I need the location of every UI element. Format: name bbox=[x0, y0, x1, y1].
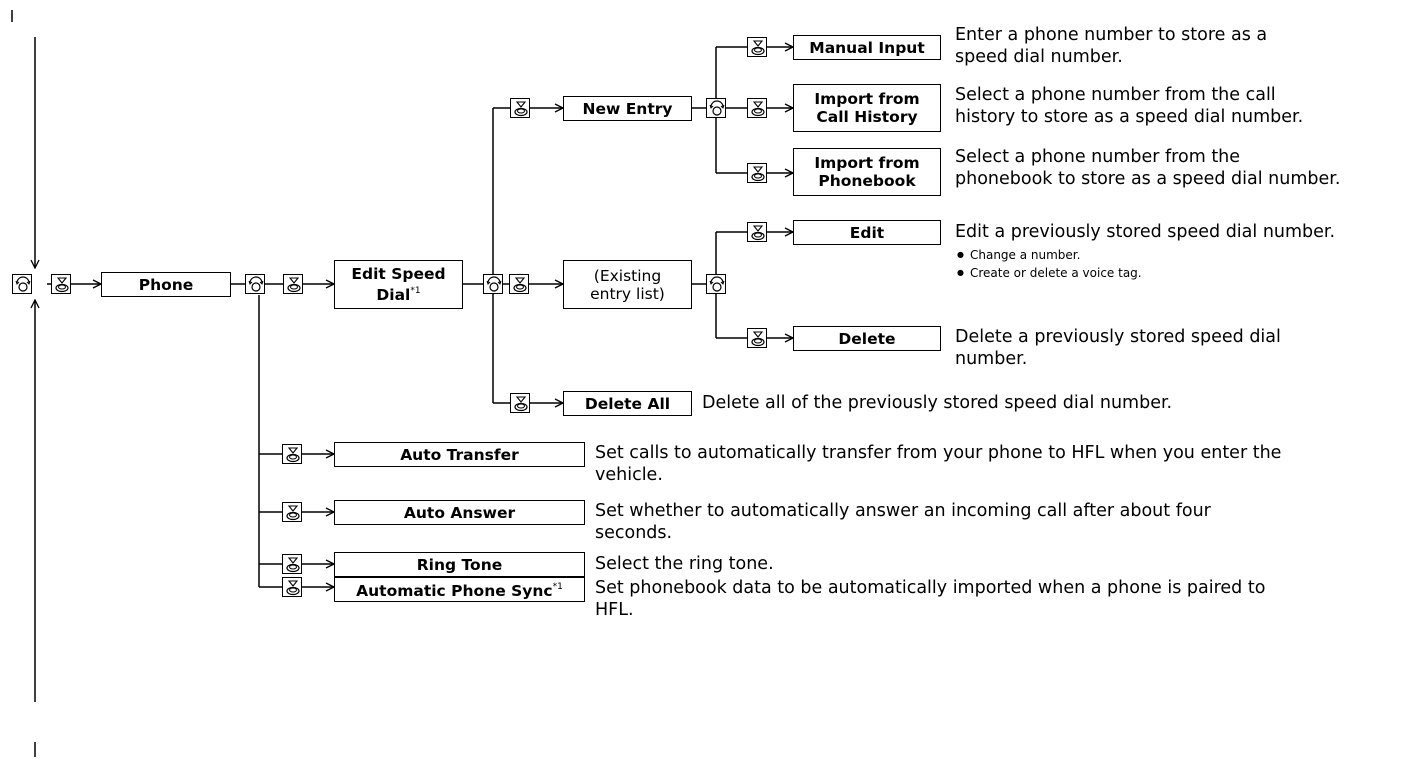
description-line: Select the ring tone. bbox=[595, 554, 774, 574]
dial-press-icon bbox=[510, 98, 530, 118]
automatic-phone-sync-description: Set phonebook data to be automatically i… bbox=[595, 577, 1265, 621]
import-phonebook-label-line1: Import from bbox=[814, 154, 920, 172]
dial-press-icon bbox=[510, 393, 530, 413]
import-phonebook-label-line2: Phonebook bbox=[818, 172, 916, 190]
existing-entry-label-line2: entry list) bbox=[590, 284, 665, 303]
delete-all-box[interactable]: Delete All bbox=[563, 391, 692, 416]
delete-description: Delete a previously stored speed dial nu… bbox=[955, 326, 1281, 370]
dial-press-icon bbox=[282, 444, 302, 464]
dial-press-icon bbox=[282, 554, 302, 574]
new-entry-label: New Entry bbox=[582, 99, 673, 118]
dial-press-icon bbox=[747, 222, 767, 242]
dial-press-icon bbox=[747, 328, 767, 348]
edit-bullet-list: Change a number. Create or delete a voic… bbox=[957, 247, 1142, 283]
dial-press-icon bbox=[747, 163, 767, 183]
existing-entry-list-box[interactable]: (Existing entry list) bbox=[563, 260, 692, 309]
manual-input-box[interactable]: Manual Input bbox=[793, 35, 941, 60]
dial-rotate-icon bbox=[245, 274, 265, 294]
ring-tone-label: Ring Tone bbox=[416, 555, 503, 574]
dial-press-icon bbox=[282, 577, 302, 597]
auto-transfer-description: Set calls to automatically transfer from… bbox=[595, 442, 1281, 486]
delete-all-label: Delete All bbox=[584, 394, 671, 413]
delete-box[interactable]: Delete bbox=[793, 326, 941, 351]
auto-answer-box[interactable]: Auto Answer bbox=[334, 500, 585, 525]
auto-transfer-box[interactable]: Auto Transfer bbox=[334, 442, 585, 467]
edit-label: Edit bbox=[849, 223, 885, 242]
dial-press-icon bbox=[509, 274, 529, 294]
ring-tone-box[interactable]: Ring Tone bbox=[334, 552, 585, 577]
dial-rotate-icon bbox=[706, 274, 726, 294]
import-call-label-line2: Call History bbox=[816, 108, 918, 126]
automatic-phone-sync-box[interactable]: Automatic Phone Sync*1 bbox=[334, 577, 585, 602]
auto-answer-label: Auto Answer bbox=[403, 503, 516, 522]
bullet-item: Create or delete a voice tag. bbox=[957, 265, 1142, 283]
description-line: Set whether to automatically answer an i… bbox=[595, 501, 1211, 521]
bullet-item: Change a number. bbox=[957, 247, 1142, 265]
edit-box[interactable]: Edit bbox=[793, 220, 941, 245]
description-line: Set calls to automatically transfer from… bbox=[595, 443, 1282, 463]
manual-input-label: Manual Input bbox=[809, 38, 925, 57]
description-line: HFL. bbox=[595, 600, 634, 620]
edit-speed-dial-box[interactable]: Edit Speed Dial*1 bbox=[334, 260, 463, 309]
dial-press-icon bbox=[282, 502, 302, 522]
description-line: speed dial number. bbox=[955, 47, 1123, 67]
dial-rotate-icon bbox=[483, 274, 503, 294]
description-line: Delete a previously stored speed dial bbox=[955, 327, 1281, 347]
dial-rotate-icon bbox=[12, 274, 32, 294]
description-line: seconds. bbox=[595, 523, 673, 543]
dial-rotate-icon bbox=[706, 98, 726, 118]
edit-description: Edit a previously stored speed dial numb… bbox=[955, 221, 1335, 243]
import-call-history-box[interactable]: Import from Call History bbox=[793, 84, 941, 132]
phone-menu-box[interactable]: Phone bbox=[101, 272, 231, 297]
description-line: Enter a phone number to store as a bbox=[955, 25, 1268, 45]
description-line: history to store as a speed dial number. bbox=[955, 107, 1304, 127]
existing-entry-label-line1: (Existing bbox=[593, 266, 662, 285]
auto-answer-description: Set whether to automatically answer an i… bbox=[595, 500, 1211, 544]
ring-tone-description: Select the ring tone. bbox=[595, 553, 774, 575]
dial-press-icon bbox=[747, 37, 767, 57]
import-phonebook-description: Select a phone number from the phonebook… bbox=[955, 146, 1340, 190]
description-line: Select a phone number from the call bbox=[955, 85, 1276, 105]
description-line: phonebook to store as a speed dial numbe… bbox=[955, 169, 1341, 189]
edit-speed-dial-label-line1: Edit Speed bbox=[351, 264, 446, 283]
description-line: Delete all of the previously stored spee… bbox=[702, 393, 1173, 413]
description-line: vehicle. bbox=[595, 465, 663, 485]
import-phonebook-box[interactable]: Import from Phonebook bbox=[793, 148, 941, 196]
dial-press-icon bbox=[283, 274, 303, 294]
footnote-mark: *1 bbox=[552, 581, 563, 592]
description-line: Select a phone number from the bbox=[955, 147, 1241, 167]
manual-input-description: Enter a phone number to store as a speed… bbox=[955, 24, 1267, 68]
dial-press-icon bbox=[747, 98, 767, 118]
import-call-label-line1: Import from bbox=[814, 90, 920, 108]
delete-label: Delete bbox=[838, 329, 896, 348]
description-line: Edit a previously stored speed dial numb… bbox=[955, 222, 1336, 242]
auto-transfer-label: Auto Transfer bbox=[400, 445, 519, 464]
edit-speed-dial-label-line2: Dial bbox=[376, 286, 411, 305]
footnote-mark: *1 bbox=[410, 285, 421, 296]
description-line: number. bbox=[955, 349, 1028, 369]
phone-label: Phone bbox=[138, 275, 194, 294]
description-line: Set phonebook data to be automatically i… bbox=[595, 578, 1266, 598]
new-entry-box[interactable]: New Entry bbox=[563, 96, 692, 121]
import-call-description: Select a phone number from the call hist… bbox=[955, 84, 1303, 128]
automatic-phone-sync-label: Automatic Phone Sync bbox=[356, 582, 553, 601]
delete-all-description: Delete all of the previously stored spee… bbox=[702, 392, 1172, 414]
dial-press-icon bbox=[51, 274, 71, 294]
